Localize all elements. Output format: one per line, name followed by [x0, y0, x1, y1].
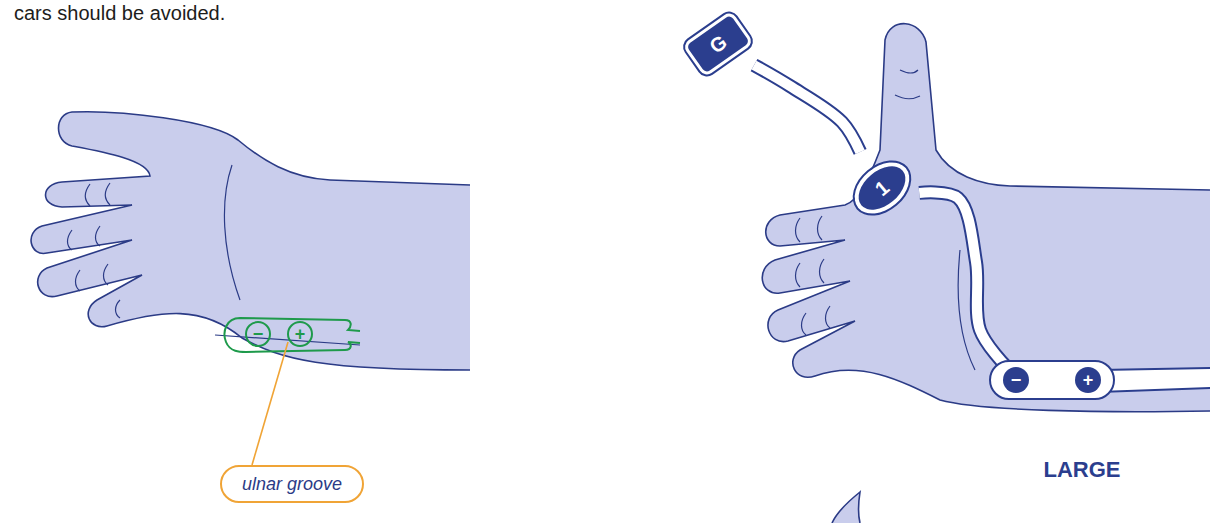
electrode-strap — [919, 192, 1006, 367]
node-text: − — [253, 325, 264, 343]
strap-tail — [1100, 368, 1210, 392]
electrode-pole: + — [287, 321, 313, 347]
left-hand-fill — [31, 112, 470, 370]
electrode-outline — [225, 318, 360, 352]
size-label: LARGE — [1044, 457, 1121, 483]
finger-creases — [68, 165, 361, 345]
strap-body — [754, 65, 860, 152]
right-hand-outline — [762, 24, 1210, 412]
label-text: cars should be avoided. — [14, 2, 225, 24]
right-hand-fill — [762, 24, 1210, 412]
note-text: cars should be avoided. — [14, 2, 225, 25]
node-text: ulnar groove — [242, 475, 342, 493]
electrode-strip-body — [990, 361, 1114, 399]
node-text: − — [1011, 371, 1022, 389]
label-text: LARGE — [1044, 457, 1121, 482]
node-text: + — [295, 325, 306, 343]
right-finger-creases — [796, 70, 976, 370]
electrode-pole: − — [245, 321, 271, 347]
ground-tab: G — [682, 10, 754, 77]
node-text: + — [1083, 371, 1094, 389]
strap-outline — [919, 192, 1006, 367]
partial-hand — [832, 492, 860, 523]
strap-outline — [754, 65, 860, 152]
electrode-strap — [754, 65, 860, 152]
left-hand-outline — [31, 112, 470, 370]
node-text: 1 — [871, 177, 892, 199]
electrode-pole: + — [1075, 367, 1101, 393]
callout-box: ulnar groove — [220, 465, 364, 503]
node-text: G — [706, 31, 730, 56]
electrode-pole: − — [1003, 367, 1029, 393]
leader-line — [252, 342, 288, 465]
strap-body — [919, 192, 1006, 367]
